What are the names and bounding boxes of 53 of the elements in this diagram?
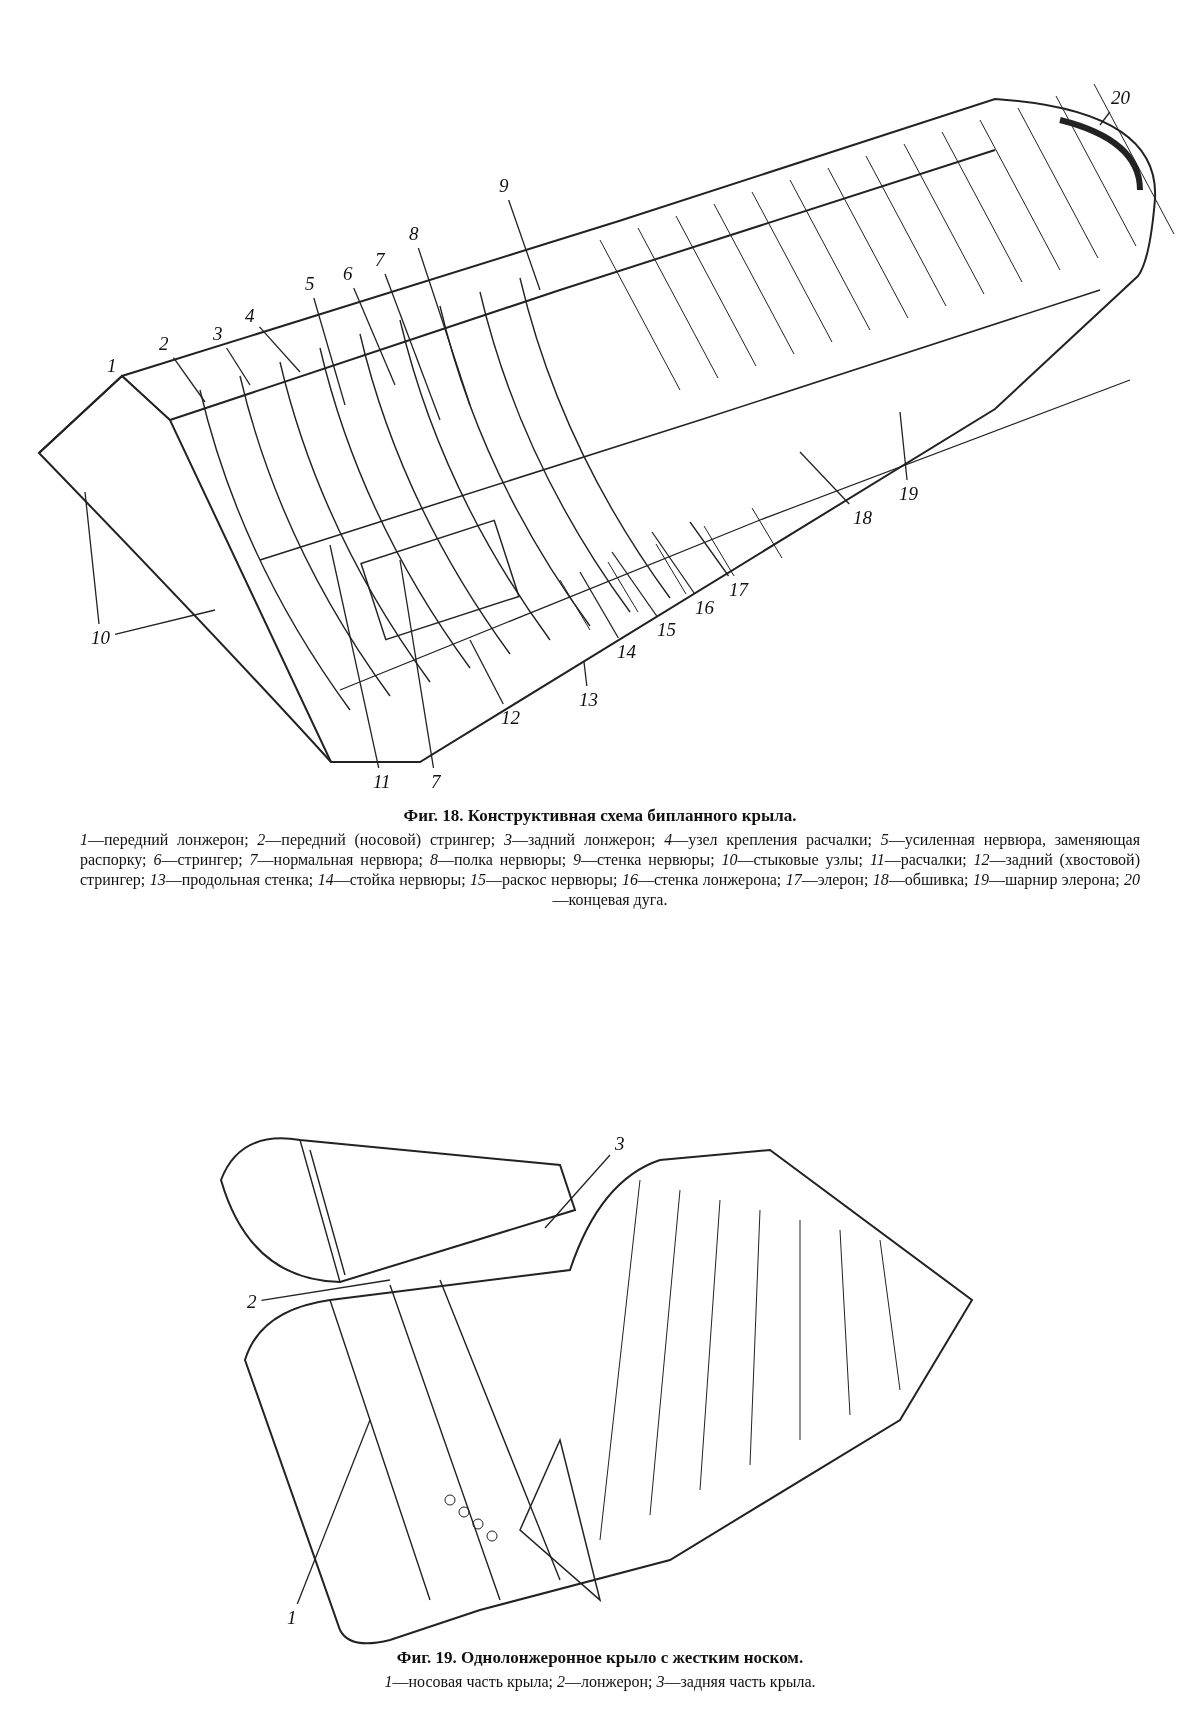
callout-number: 2 [246,1292,258,1312]
leader-line [799,451,850,505]
callout-number: 5 [304,274,316,294]
leader-line [84,491,100,625]
leader-line [296,1419,371,1605]
figure-caption: Фиг. 18. Конструктивная схема бипланного крыла. [402,806,798,826]
callout-number: 18 [852,508,873,528]
callout-number: 14 [616,642,637,662]
leader-line [384,273,441,421]
callout-number: 15 [656,620,677,640]
leader-line [329,544,380,769]
callout-number: 2 [158,334,170,354]
leader-line [417,247,471,406]
callout-number: 10 [90,628,111,648]
callout-number: 8 [408,224,420,244]
legend-text: 1—носовая часть крыла; 2—лонжерон; 3—задняя часть крыла. [383,1672,817,1692]
callout-number: 20 [1110,88,1131,108]
leader-line [579,571,619,639]
callout-number: 19 [898,484,919,504]
leader-line [611,551,658,617]
legend-text: 1—передний лонжерон; 2—передний (носовой) стрингер; 3—задний лонжерон; 4—узел крепления расчалки; 5—усиленная нервюра, заменяющая распорку; 6—стрингер; 7—нормальная нервюра; 8—полка нервюры; 9—стенка нервюры; 10—стыковые узлы; 11—расчалки; 12—задний (хвостовой) стрингер; 13—продольная стенка; 14—стойка нервюры; 15—раскос нервюры; 16—стенка лонжерона; 17—элерон; 18—обшивка; 19—шарнир элерона; 20—концевая дуга. [80,830,1140,910]
callout-number: 12 [500,708,521,728]
leader-line [399,559,435,769]
leader-line [258,326,301,373]
leader-line [225,347,251,386]
callout-number: 9 [498,176,510,196]
leader-line [689,521,730,577]
leader-line [120,374,171,421]
callout-number: 1 [106,356,118,376]
callout-number: 7 [374,250,386,270]
figure-caption: Фиг. 19. Однолонжеронное крыло с жестким носком. [395,1648,805,1668]
leader-line [899,411,908,481]
callout-number: 1 [286,1608,298,1628]
callout-number: 6 [342,264,354,284]
leader-line [313,297,346,406]
leader-line [1099,111,1111,126]
leader-line [172,357,206,403]
callout-number: 16 [694,598,715,618]
leader-line [651,531,696,595]
callout-number: 13 [578,690,599,710]
leader-line [469,639,504,705]
callout-number: 3 [614,1134,626,1154]
leader-line [544,1154,611,1229]
callout-number: 4 [244,306,256,326]
callout-number: 11 [372,772,392,792]
leader-line [583,661,588,687]
callout-number: 17 [728,580,749,600]
callout-number: 3 [212,324,224,344]
leader-line [260,1279,391,1302]
leader-line [508,199,541,291]
leader-line [114,609,216,636]
leader-line [353,287,396,386]
callout-number: 7 [430,772,442,792]
